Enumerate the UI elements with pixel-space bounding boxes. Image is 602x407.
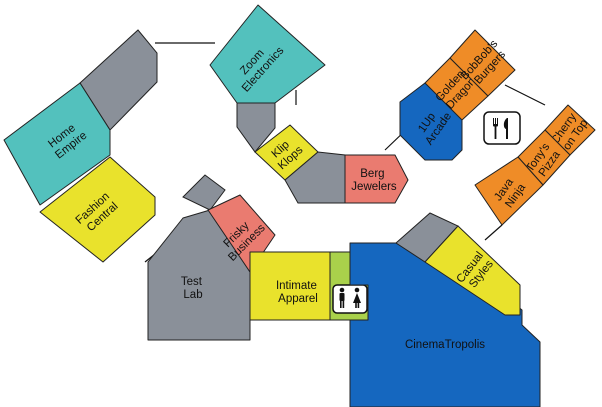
store-frisky-business-label: Frisky Business [217, 213, 268, 264]
store-fashion-central[interactable] [39, 156, 156, 263]
restroom-icon [332, 284, 368, 314]
store-bobbobs-burgers[interactable] [449, 29, 516, 97]
corridor-center-west [182, 174, 226, 211]
fork-knife-icon [483, 111, 521, 145]
store-java-ninja[interactable] [474, 156, 544, 226]
fork-knife-figure [493, 118, 508, 139]
store-casual-styles[interactable] [424, 225, 521, 316]
store-intimate-apparel-label: Intimate Apparel [276, 280, 320, 305]
restroom-figures [339, 287, 361, 308]
store-berg-jewelers-label: Berg Jewelers [351, 168, 397, 193]
store-berg-jewelers[interactable] [344, 154, 409, 204]
corridor-north [236, 102, 276, 153]
store-cinematropolis-label: CinemaTropolis [405, 339, 485, 351]
store-zoom-electronics[interactable] [209, 4, 326, 104]
store-test-lab-label: Test Lab [181, 276, 205, 301]
store-home-empire[interactable] [3, 82, 111, 206]
